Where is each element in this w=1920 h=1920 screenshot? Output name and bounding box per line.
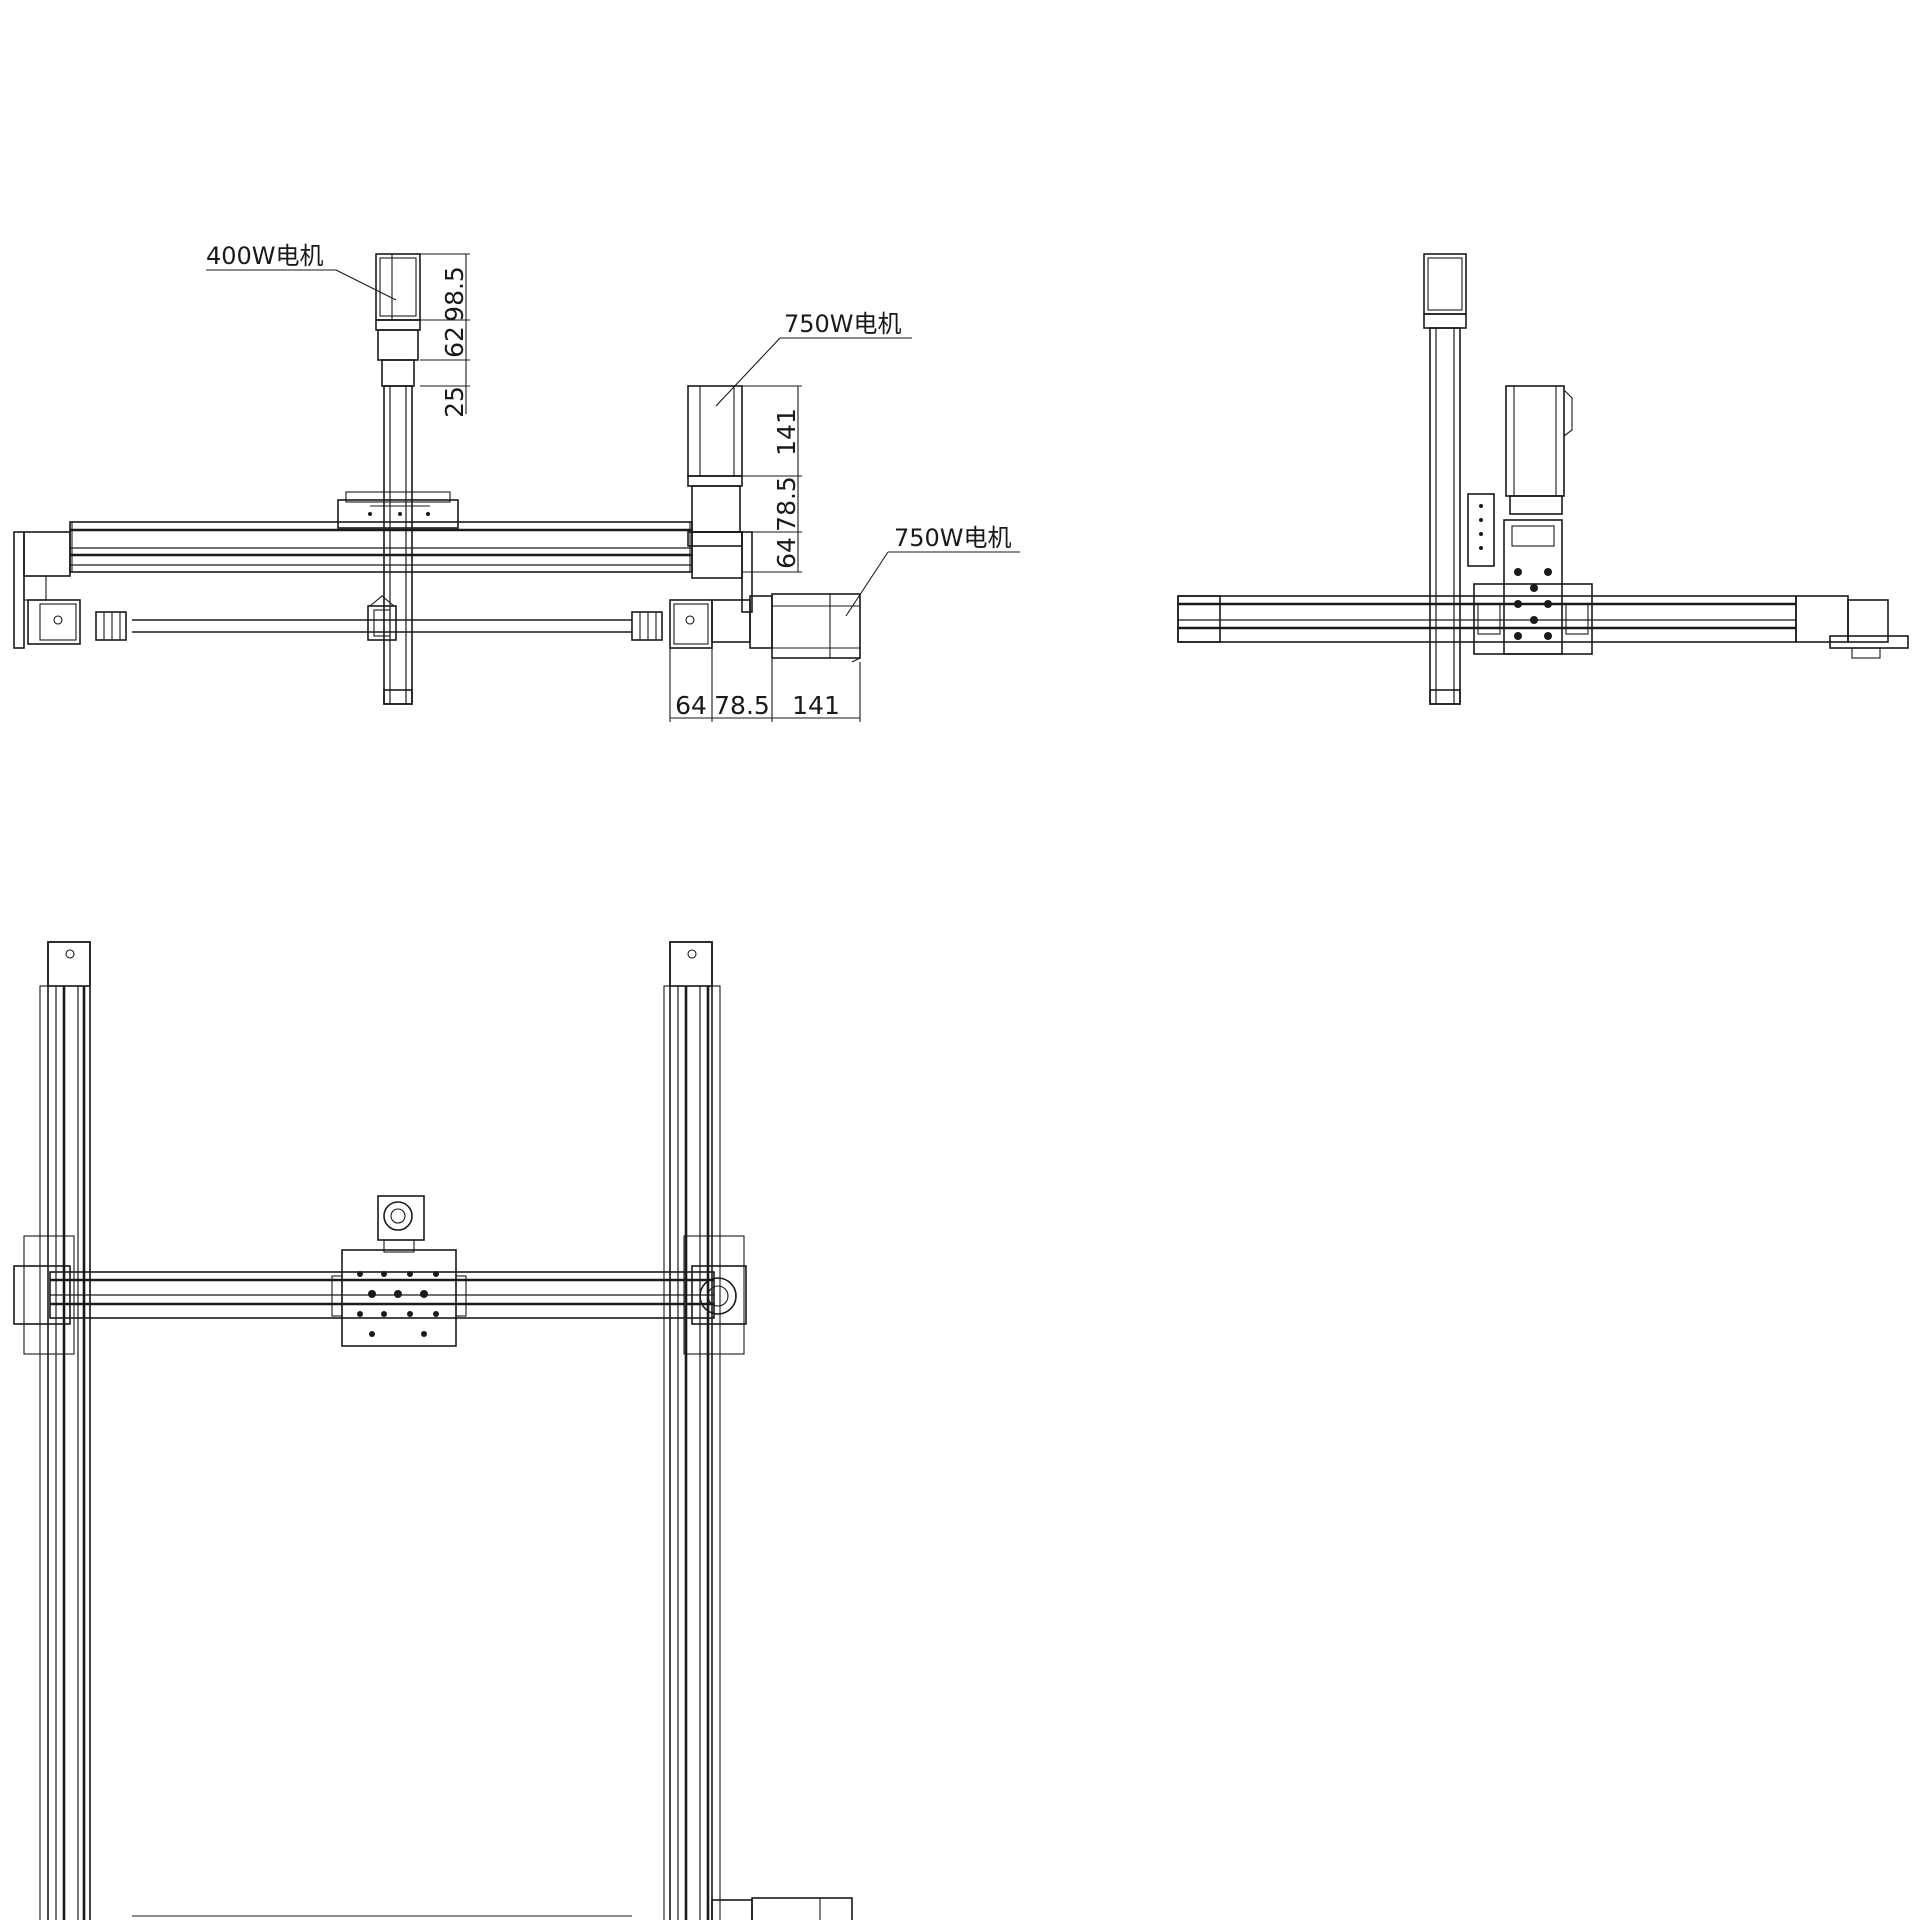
sync-shaft-front (95, 595, 663, 641)
dim-y-reducer: 78.5 (772, 476, 801, 532)
callout-750w-motor-upper: 750W电机 (784, 310, 902, 338)
y-dimensions: 141 78.5 64 (742, 385, 802, 573)
callout-400w-motor: 400W电机 (206, 242, 324, 270)
dim-x-reducer: 78.5 (714, 691, 770, 720)
callouts: 400W电机 750W电机 750W电机 (206, 242, 1020, 617)
right-end-plate-front (669, 531, 753, 649)
z-axis-motor (375, 253, 421, 387)
x-motor-horizontal (711, 593, 861, 663)
z-axis-column (383, 385, 413, 705)
front-view: 98.5 62 25 141 78.5 64 64 78.5 141 (13, 242, 1020, 722)
dim-z-motor: 98.5 (440, 266, 469, 322)
x-beam-front (69, 521, 693, 573)
dim-y-flange: 64 (772, 537, 801, 569)
y-motor-vertical (687, 385, 743, 547)
callout-750w-motor-side: 750W电机 (894, 524, 1012, 552)
dim-x-motor: 141 (792, 691, 840, 720)
dim-x-flange: 64 (675, 691, 707, 720)
z-dimensions: 98.5 62 25 (420, 253, 470, 418)
z-carriage (337, 499, 459, 529)
top-view (13, 941, 853, 1920)
dim-y-motor: 141 (772, 408, 801, 456)
side-view (1177, 253, 1909, 705)
dim-z-flange: 25 (440, 386, 469, 418)
left-end-plate-front (13, 531, 81, 649)
x-dimensions: 64 78.5 141 (669, 642, 861, 722)
dim-z-reducer: 62 (440, 326, 469, 358)
